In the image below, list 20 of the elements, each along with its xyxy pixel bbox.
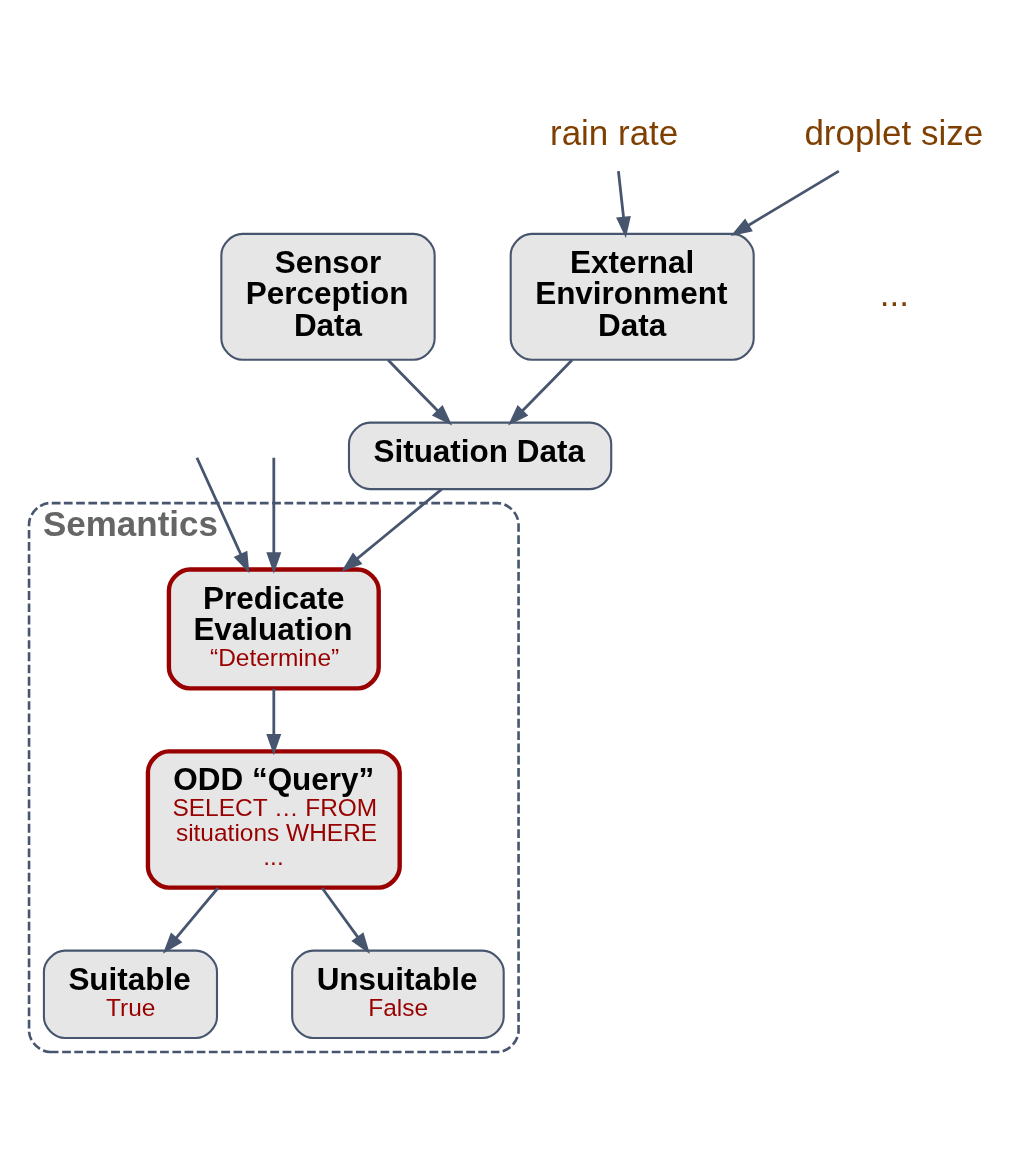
- arrow: [162, 887, 220, 954]
- node-box: Sensor Perception Data: [220, 232, 436, 361]
- arrow: [508, 359, 574, 426]
- node-box: Suitable True: [42, 949, 219, 1040]
- arrow: [730, 169, 840, 236]
- arrow: [387, 359, 453, 426]
- arrow: [616, 170, 631, 238]
- node-box: ODD “Query” SELECT … FROM situations WHERE ...: [145, 749, 402, 890]
- arrow: [195, 457, 250, 574]
- node-text: rain rate: [550, 112, 679, 152]
- label: ...: [879, 273, 909, 313]
- node-box: Situation Data: [347, 421, 613, 491]
- node-text: droplet size: [804, 112, 984, 152]
- node-box: Predicate Evaluation “Determine”: [166, 567, 381, 691]
- arrow: [266, 457, 282, 574]
- node-box: External Environment Data: [509, 232, 755, 361]
- arrow: [341, 488, 443, 572]
- node-box: Unsuitable False: [291, 949, 505, 1040]
- arrow: [266, 688, 282, 756]
- arrow: [321, 887, 370, 954]
